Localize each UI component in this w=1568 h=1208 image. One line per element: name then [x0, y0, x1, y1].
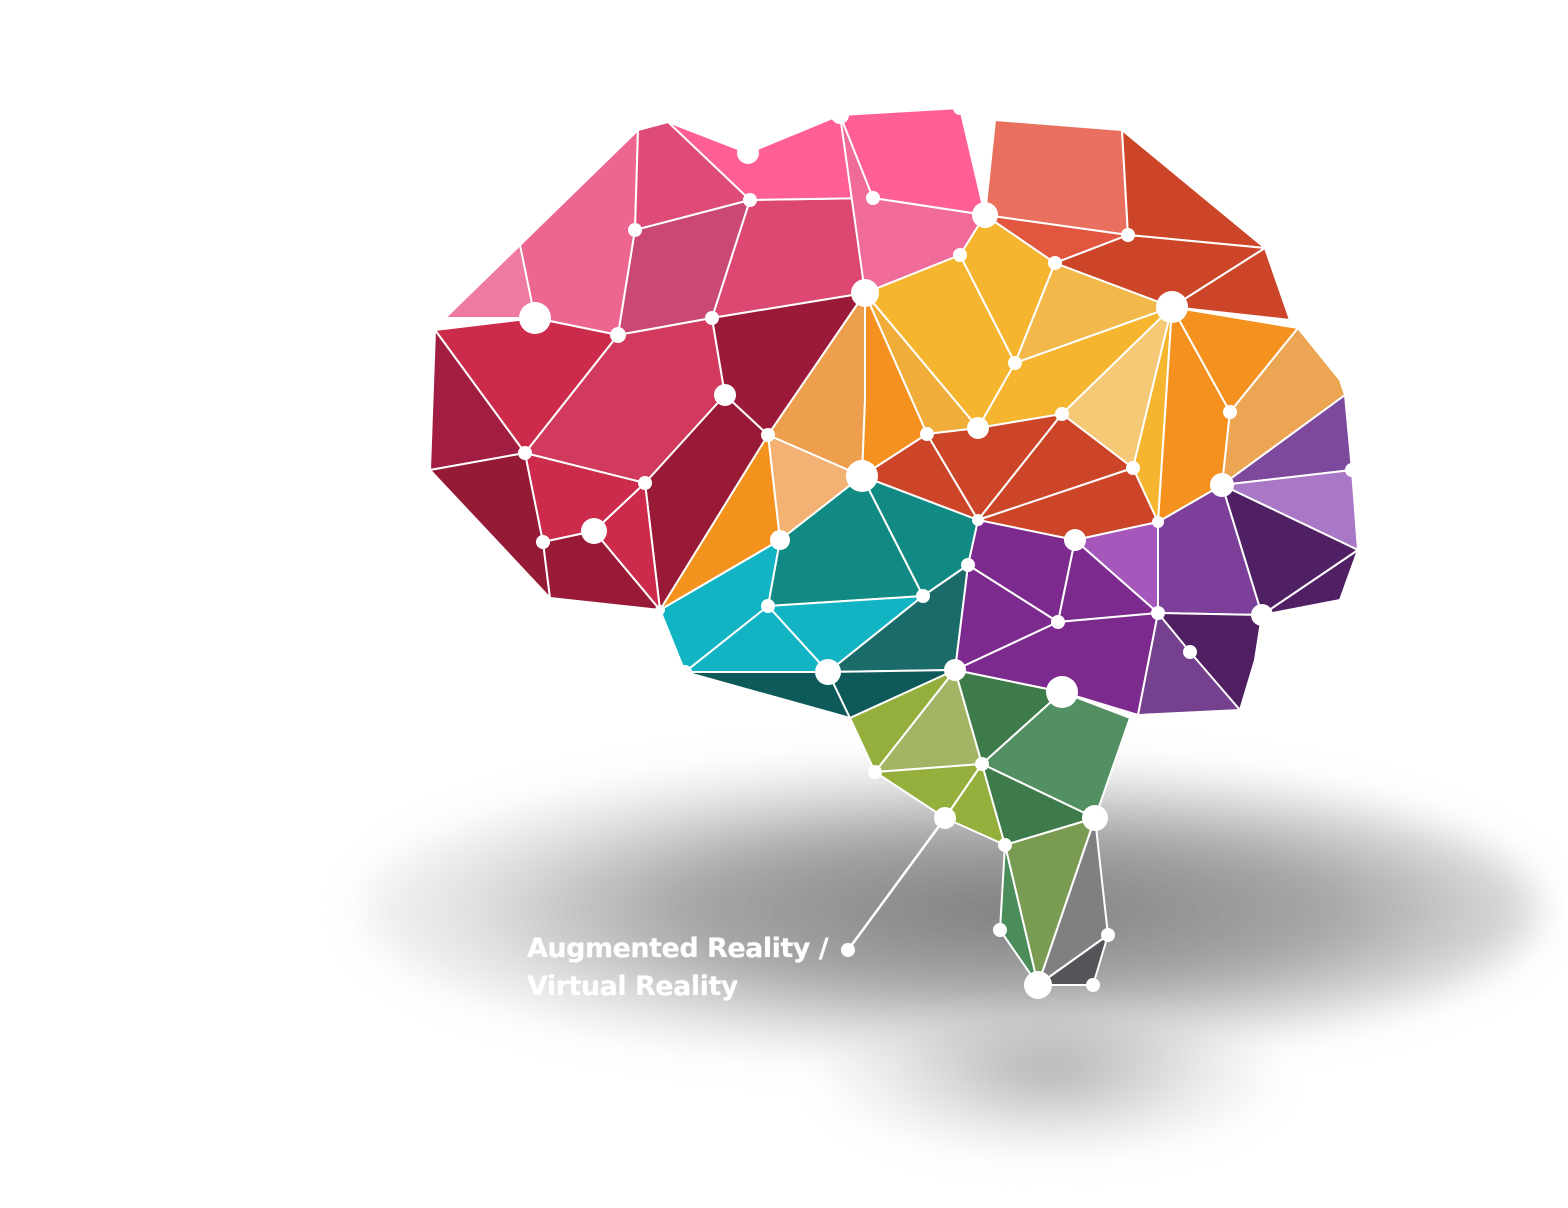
network-node [831, 106, 849, 124]
network-node [953, 101, 967, 115]
polygon-frontal-pink [667, 107, 986, 216]
network-node [761, 428, 775, 442]
network-node [1064, 529, 1086, 551]
network-node [1121, 228, 1135, 242]
network-node [1051, 615, 1065, 629]
network-node [1151, 606, 1165, 620]
polygon-occipital-purple [1157, 612, 1263, 711]
network-node [678, 665, 692, 679]
network-node [714, 384, 736, 406]
network-node [1156, 291, 1188, 323]
network-node [1101, 928, 1115, 942]
polygon-brainstem [999, 844, 1039, 986]
network-node [581, 518, 607, 544]
network-node [1048, 256, 1062, 270]
network-node [1152, 516, 1164, 528]
network-node [519, 302, 551, 334]
network-node [1082, 805, 1108, 831]
network-node [761, 599, 775, 613]
network-node [866, 191, 880, 205]
label-connector-line [846, 817, 947, 951]
polygon-temporal-red [1171, 247, 1291, 321]
polygon-occipital-purple [954, 612, 1159, 716]
network-node [770, 530, 790, 550]
network-node [868, 765, 882, 779]
network-node [846, 460, 878, 492]
network-nodes [518, 101, 1359, 999]
network-node [920, 427, 934, 441]
network-node [972, 202, 998, 228]
network-node [998, 838, 1012, 852]
network-node [953, 248, 967, 262]
network-node [1086, 978, 1100, 992]
network-node [1345, 463, 1359, 477]
label-line-2: Virtual Reality [527, 971, 738, 1002]
network-node [972, 514, 984, 526]
network-node [851, 279, 879, 307]
polygon-temporal-red [1121, 129, 1266, 249]
brain-region-label: Augmented Reality / Virtual Reality [527, 930, 829, 1006]
network-node [944, 659, 966, 681]
network-node [1251, 604, 1273, 626]
network-node [705, 311, 719, 325]
drop-shadow-secondary [820, 1010, 1280, 1160]
network-node [518, 446, 532, 460]
network-node [975, 757, 989, 771]
network-node [628, 223, 642, 237]
network-node [536, 535, 550, 549]
polygon-brainstem [1037, 934, 1109, 986]
network-node [610, 327, 626, 343]
network-node [961, 558, 975, 572]
brain-polygons [429, 107, 1359, 986]
network-node [815, 659, 841, 685]
network-node [1024, 971, 1052, 999]
network-node [967, 417, 989, 439]
connector-line [846, 817, 947, 951]
network-node [934, 807, 956, 829]
network-node [1046, 676, 1078, 708]
label-line-1: Augmented Reality / [527, 933, 829, 964]
network-node [638, 476, 652, 490]
network-node [737, 142, 759, 164]
network-node [1223, 405, 1237, 419]
network-node [916, 589, 930, 603]
network-node [1126, 461, 1140, 475]
network-node [1210, 473, 1234, 497]
network-node [655, 605, 665, 615]
network-node [1183, 645, 1197, 659]
network-node [1055, 407, 1069, 421]
network-node [1008, 356, 1022, 370]
network-node [743, 193, 757, 207]
network-node [841, 943, 855, 957]
polygon-occipital-purple [1261, 549, 1359, 616]
network-node [993, 923, 1007, 937]
